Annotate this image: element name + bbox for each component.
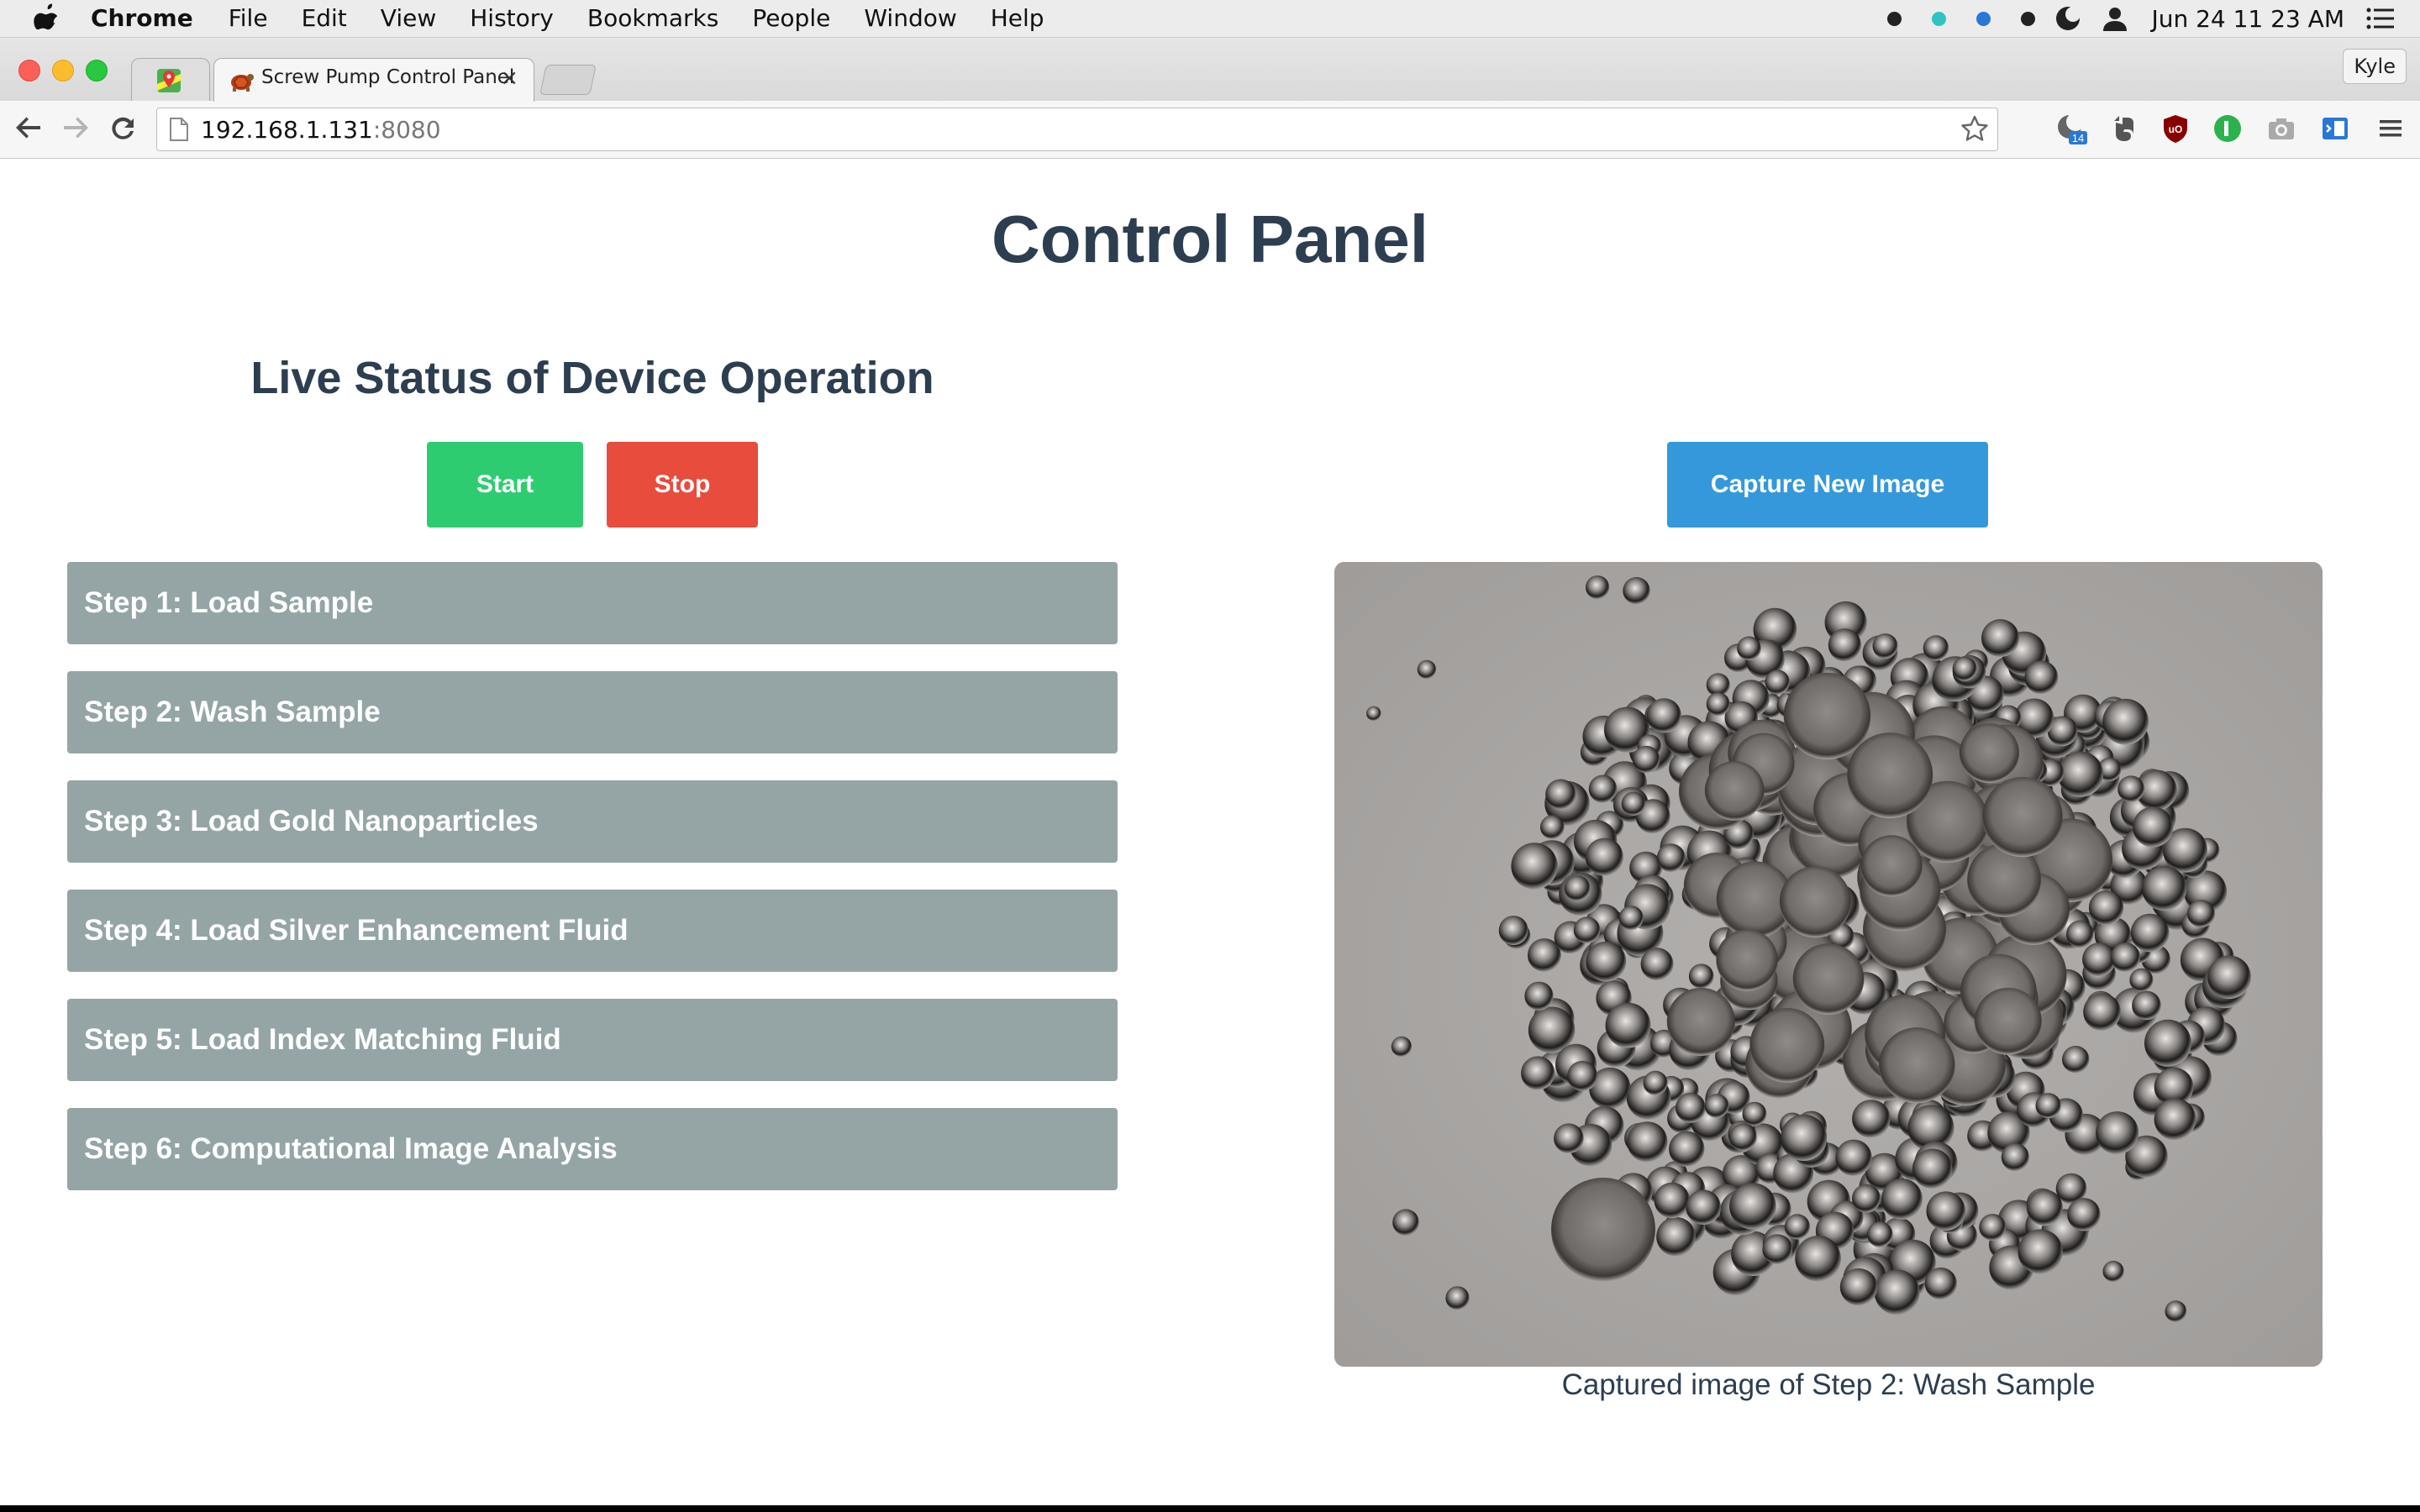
stop-button[interactable]: Stop [607, 442, 758, 528]
microscope-image-drawing [1334, 562, 2323, 1367]
page-title: Control Panel [991, 202, 1429, 276]
tab-close-icon[interactable]: × [500, 66, 518, 91]
tab-pinned-maps[interactable] [131, 58, 210, 102]
menu-help[interactable]: Help [990, 4, 1044, 32]
ublock-shield-icon[interactable]: uO [2160, 113, 2191, 144]
start-button[interactable]: Start [427, 442, 583, 528]
turtle-favicon-icon [231, 74, 254, 92]
capture-caption: Captured image of Step 2: Wash Sample [1561, 1368, 2096, 1401]
apple-logo-icon[interactable] [34, 2, 62, 34]
moon-badge-extension-icon[interactable]: 14 [2055, 113, 2087, 144]
address-bar[interactable]: 192.168.1.131:8080 [156, 108, 1998, 151]
page-content: Control Panel Live Status of Device Oper… [0, 159, 2420, 1505]
menu-view[interactable]: View [380, 4, 437, 32]
moon-icon[interactable] [2054, 4, 2082, 33]
minimize-window-button[interactable] [52, 60, 74, 81]
menu-people[interactable]: People [752, 4, 831, 32]
step-6-computational-analysis: Step 6: Computational Image Analysis [67, 1108, 1118, 1190]
url-port: :8080 [372, 116, 441, 144]
page-icon [170, 118, 188, 141]
url-text[interactable]: 192.168.1.131:8080 [201, 116, 441, 144]
maps-icon [157, 69, 181, 92]
chrome-menu-icon[interactable] [2375, 113, 2407, 144]
menu-history[interactable]: History [470, 4, 554, 32]
green-d-extension-icon[interactable] [2212, 113, 2244, 144]
menu-edit[interactable]: Edit [301, 4, 347, 32]
user-account-icon[interactable] [2101, 4, 2129, 33]
status-heading: Live Status of Device Operation [250, 353, 934, 403]
menu-bar: Chrome File Edit View History Bookmarks … [0, 0, 2420, 38]
svg-text:uO: uO [2169, 123, 2183, 135]
status-dot-teal-icon[interactable] [1932, 11, 1947, 26]
status-dot-dark-icon[interactable] [2021, 11, 2036, 26]
back-arrow-icon[interactable] [12, 111, 45, 144]
profile-button[interactable]: Kyle [2343, 49, 2407, 84]
step-list: Step 1: Load Sample Step 2: Wash Sample … [67, 562, 1118, 1217]
step-1-load-sample: Step 1: Load Sample [67, 562, 1118, 644]
step-5-load-index-matching: Step 5: Load Index Matching Fluid [67, 999, 1118, 1081]
forward-arrow-icon[interactable] [59, 111, 92, 144]
browser-toolbar: 192.168.1.131:8080 14 uO [0, 101, 2420, 159]
evernote-icon[interactable] [2107, 113, 2139, 144]
tab-strip: Screw Pump Control Panel × Kyle [0, 38, 2420, 102]
step-2-wash-sample: Step 2: Wash Sample [67, 671, 1118, 753]
menu-window[interactable]: Window [864, 4, 957, 32]
new-tab-button[interactable] [539, 65, 597, 95]
status-dot-blue-icon[interactable] [1976, 11, 1991, 26]
captured-microscope-image [1334, 562, 2323, 1367]
tab-screw-pump[interactable]: Screw Pump Control Panel × [213, 58, 534, 102]
menu-file[interactable]: File [228, 4, 268, 32]
notification-list-icon[interactable] [2366, 7, 2395, 30]
capture-new-image-button[interactable]: Capture New Image [1667, 442, 1988, 528]
menu-app-chrome[interactable]: Chrome [91, 4, 193, 32]
tab-title: Screw Pump Control Panel [261, 66, 515, 88]
step-3-load-gold-nanoparticles: Step 3: Load Gold Nanoparticles [67, 780, 1118, 863]
url-host: 192.168.1.131 [201, 116, 373, 144]
status-dot-icon[interactable] [1887, 11, 1902, 26]
step-4-load-silver-enhancement: Step 4: Load Silver Enhancement Fluid [67, 890, 1118, 972]
zoom-window-button[interactable] [86, 60, 108, 81]
blue-sidebar-extension-icon[interactable] [2319, 113, 2351, 144]
bookmark-star-icon[interactable] [1959, 113, 1991, 145]
menubar-clock[interactable]: Jun 24 11 23 AM [2151, 4, 2344, 33]
menu-bookmarks[interactable]: Bookmarks [587, 4, 719, 32]
reload-icon[interactable] [106, 111, 139, 144]
camera-icon[interactable] [2265, 113, 2297, 144]
close-window-button[interactable] [18, 60, 40, 81]
extension-badge-count: 14 [2072, 132, 2084, 144]
